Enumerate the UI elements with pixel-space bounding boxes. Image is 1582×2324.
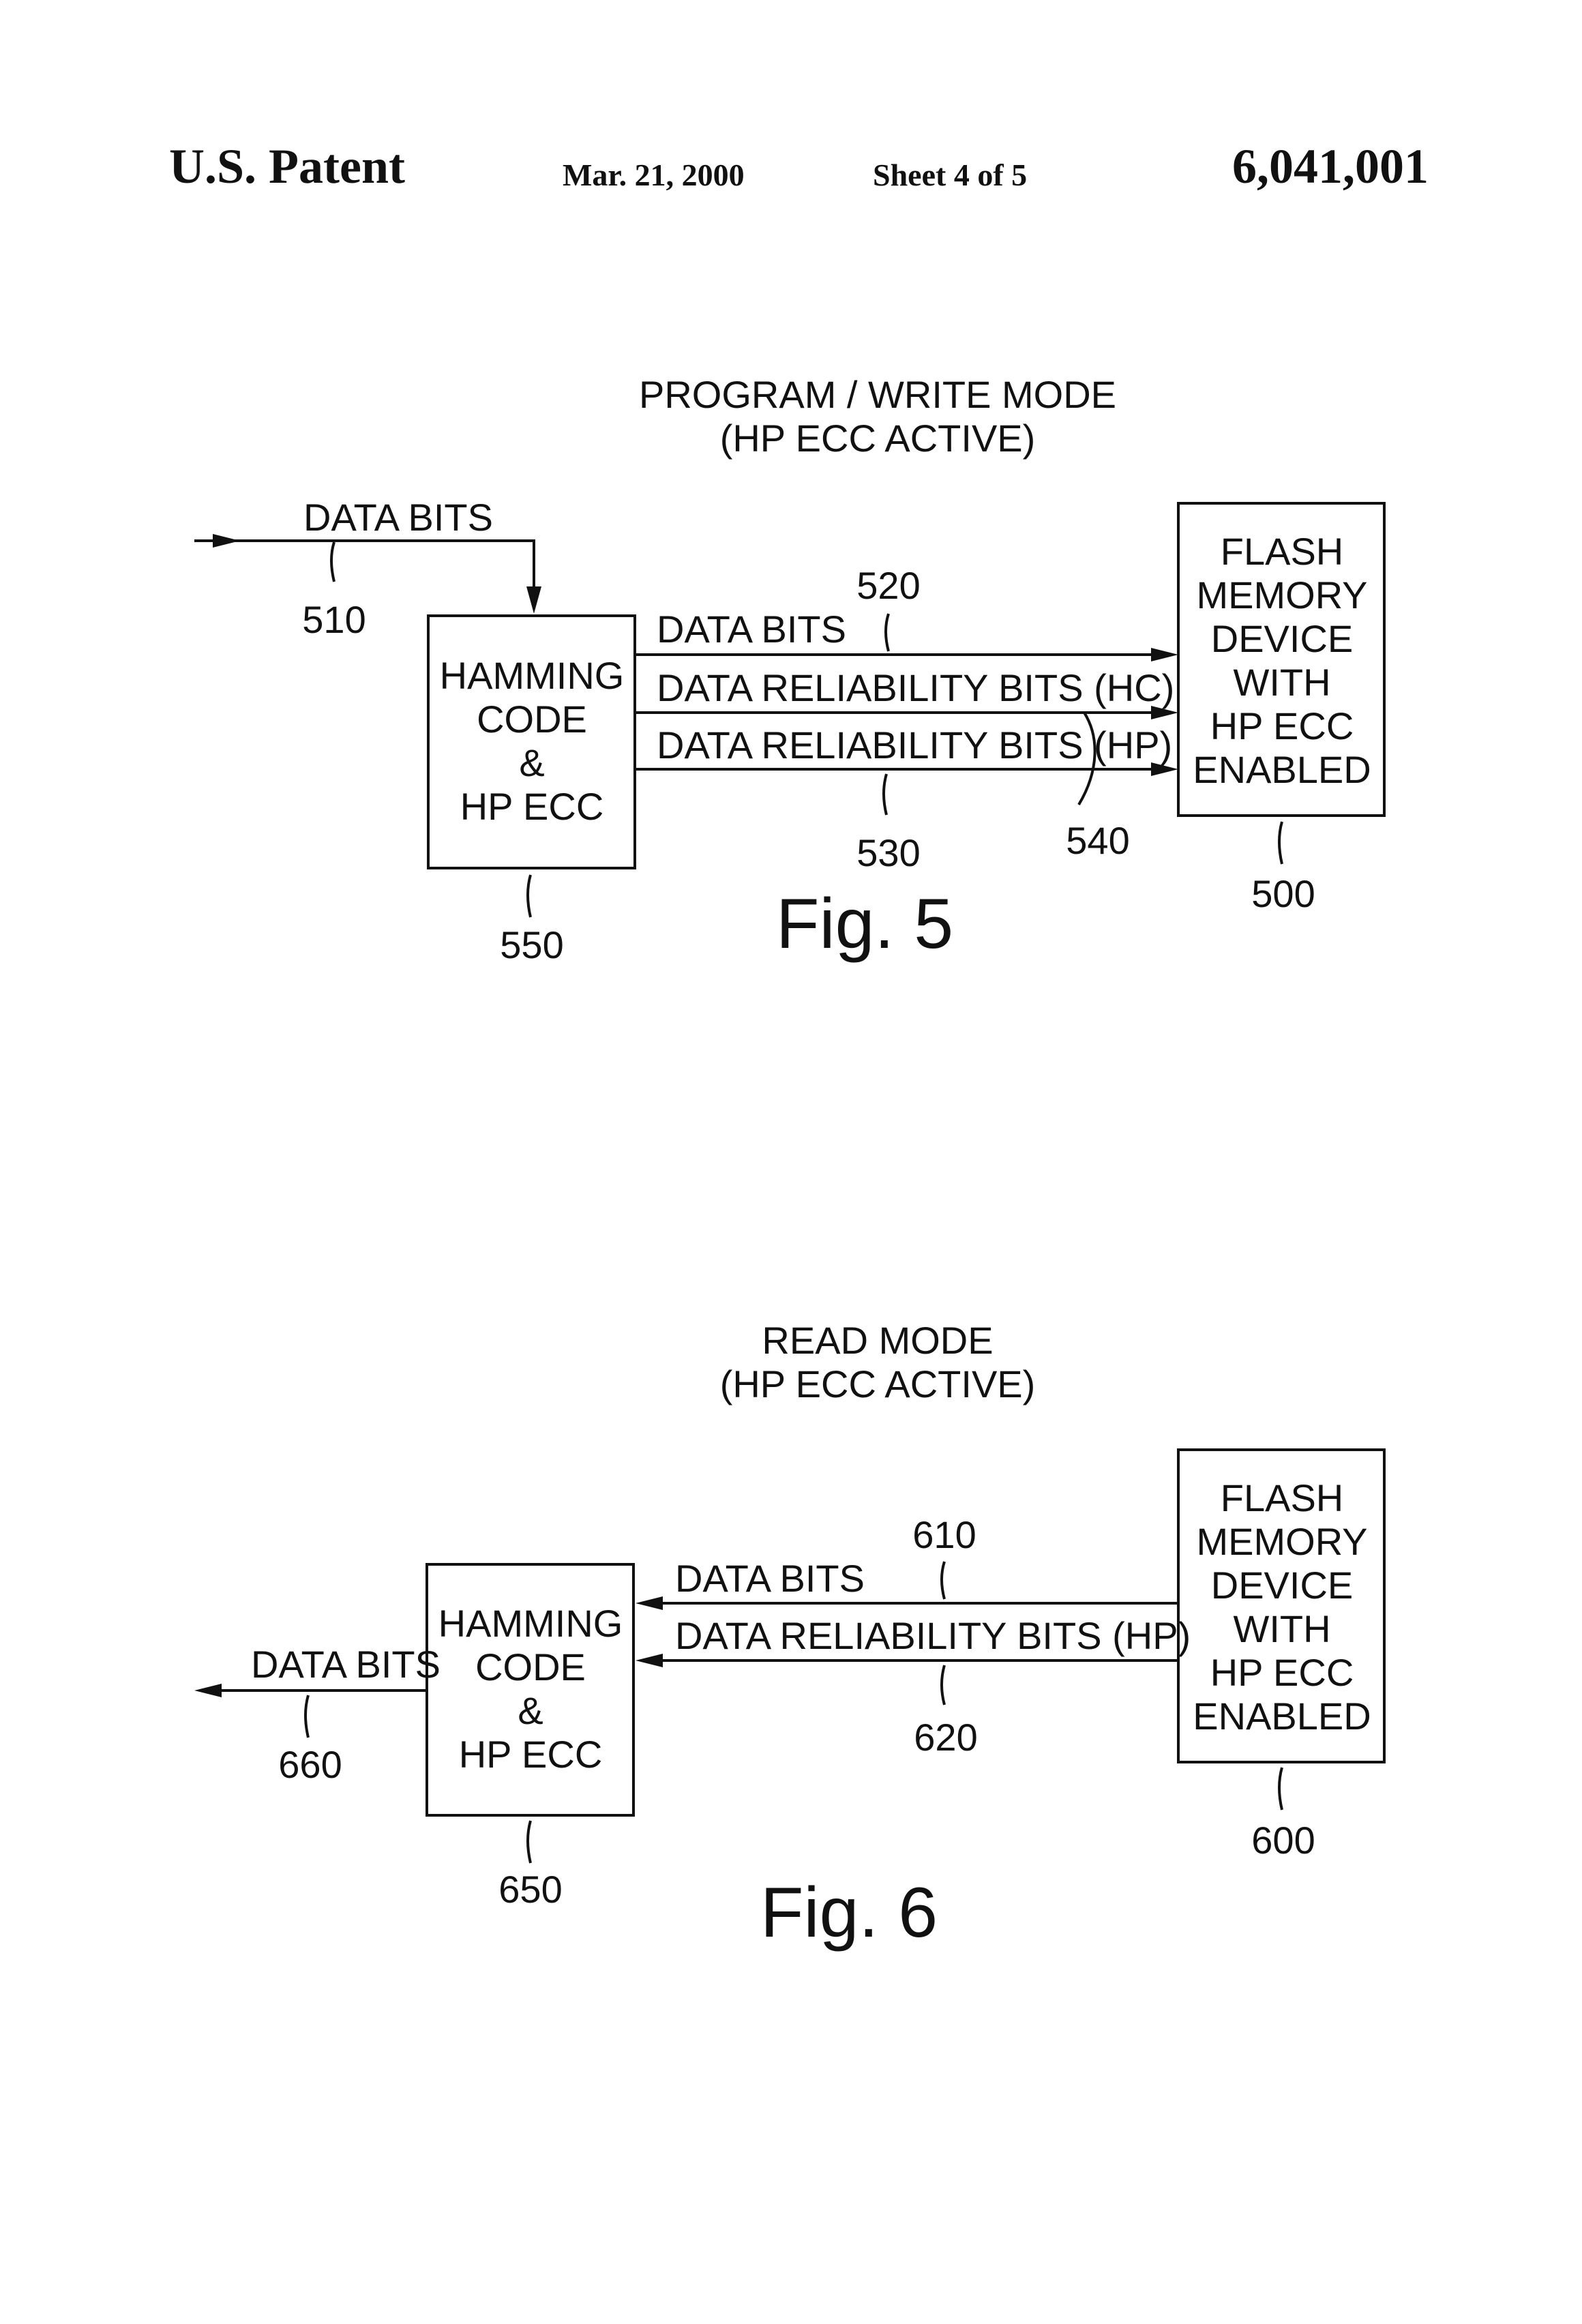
fig5-ref-500: 500 [1251, 872, 1315, 915]
fig6-decoder-line3: & [518, 1689, 543, 1732]
fig6-decoder-line4: HP ECC [459, 1733, 603, 1776]
header-date: Mar. 21, 2000 [563, 158, 745, 192]
fig5-leader-510 [331, 542, 334, 582]
fig5-memory-line4: WITH [1233, 661, 1330, 704]
fig5-input-arrowhead [213, 534, 240, 548]
fig6-title-line2: (HP ECC ACTIVE) [720, 1362, 1036, 1405]
fig5-input-label: DATA BITS [303, 496, 493, 539]
fig6-output-label: DATA BITS [251, 1643, 441, 1686]
fig5-ref-530: 530 [856, 831, 920, 874]
fig6-caption: Fig. 6 [760, 1873, 938, 1952]
fig5-leader-550 [528, 875, 531, 917]
fig5-leader-520 [886, 614, 889, 651]
fig6-ref-610: 610 [912, 1513, 976, 1556]
fig5-hc-bus-label: DATA RELIABILITY BITS (HC) [657, 666, 1174, 709]
fig6-memory-line4: WITH [1233, 1607, 1330, 1650]
fig5-encoder-line4: HP ECC [460, 785, 604, 828]
figure-5: PROGRAM / WRITE MODE (HP ECC ACTIVE) DAT… [194, 373, 1384, 966]
header-left: U.S. Patent [169, 139, 405, 194]
fig5-memory-line2: MEMORY [1197, 573, 1368, 616]
fig6-decoder-line2: CODE [475, 1645, 586, 1688]
fig5-memory-line5: HP ECC [1210, 704, 1354, 747]
fig5-data-bus-label: DATA BITS [657, 608, 846, 651]
header-sheet: Sheet 4 of 5 [873, 158, 1027, 192]
fig6-memory-line1: FLASH [1221, 1476, 1344, 1519]
fig6-ref-650: 650 [498, 1868, 562, 1911]
fig6-title-line1: READ MODE [762, 1319, 993, 1362]
fig6-leader-660 [305, 1695, 308, 1738]
fig6-memory-line3: DEVICE [1211, 1564, 1354, 1607]
fig5-ref-510: 510 [302, 598, 365, 641]
fig6-output-arrowhead [194, 1684, 222, 1697]
fig5-input-down-arrowhead [526, 586, 541, 614]
fig6-memory-line2: MEMORY [1197, 1520, 1368, 1563]
fig6-leader-650 [528, 1821, 531, 1863]
fig5-leader-530 [884, 774, 886, 815]
fig5-leader-500 [1279, 822, 1282, 864]
fig6-leader-600 [1279, 1768, 1282, 1810]
fig6-decoder-line1: HAMMING [438, 1602, 623, 1645]
figure-6: READ MODE (HP ECC ACTIVE) FLASH MEMORY D… [194, 1319, 1384, 1952]
fig5-title-line1: PROGRAM / WRITE MODE [639, 373, 1116, 416]
fig6-data-bus-label: DATA BITS [675, 1557, 865, 1600]
fig6-ref-660: 660 [278, 1743, 342, 1786]
fig6-leader-620 [942, 1665, 944, 1705]
fig5-encoder-line2: CODE [477, 698, 587, 741]
fig6-memory-line6: ENABLED [1193, 1695, 1371, 1738]
fig6-ref-620: 620 [914, 1716, 977, 1759]
fig6-leader-610 [942, 1562, 944, 1599]
fig5-caption: Fig. 5 [776, 884, 953, 964]
fig5-ref-540: 540 [1066, 819, 1129, 862]
fig5-memory-line6: ENABLED [1193, 748, 1371, 791]
fig6-data-bus-arrowhead [636, 1596, 663, 1610]
fig6-ref-600: 600 [1251, 1819, 1315, 1862]
fig5-ref-520: 520 [856, 564, 920, 607]
fig6-hp-bus-arrowhead [636, 1654, 663, 1667]
fig5-ref-550: 550 [500, 923, 563, 966]
fig6-memory-line5: HP ECC [1210, 1651, 1354, 1694]
header-patent-number: 6,041,001 [1232, 139, 1429, 194]
fig5-memory-line3: DEVICE [1211, 617, 1354, 660]
fig5-encoder-line1: HAMMING [440, 654, 625, 697]
fig5-title-line2: (HP ECC ACTIVE) [720, 417, 1036, 460]
fig5-memory-line1: FLASH [1221, 530, 1344, 573]
fig5-data-bus-arrowhead [1151, 648, 1178, 661]
fig5-encoder-line3: & [519, 741, 544, 784]
fig6-hp-bus-label: DATA RELIABILITY BITS (HP) [675, 1614, 1191, 1657]
page-header: U.S. Patent Mar. 21, 2000 Sheet 4 of 5 6… [169, 139, 1429, 194]
